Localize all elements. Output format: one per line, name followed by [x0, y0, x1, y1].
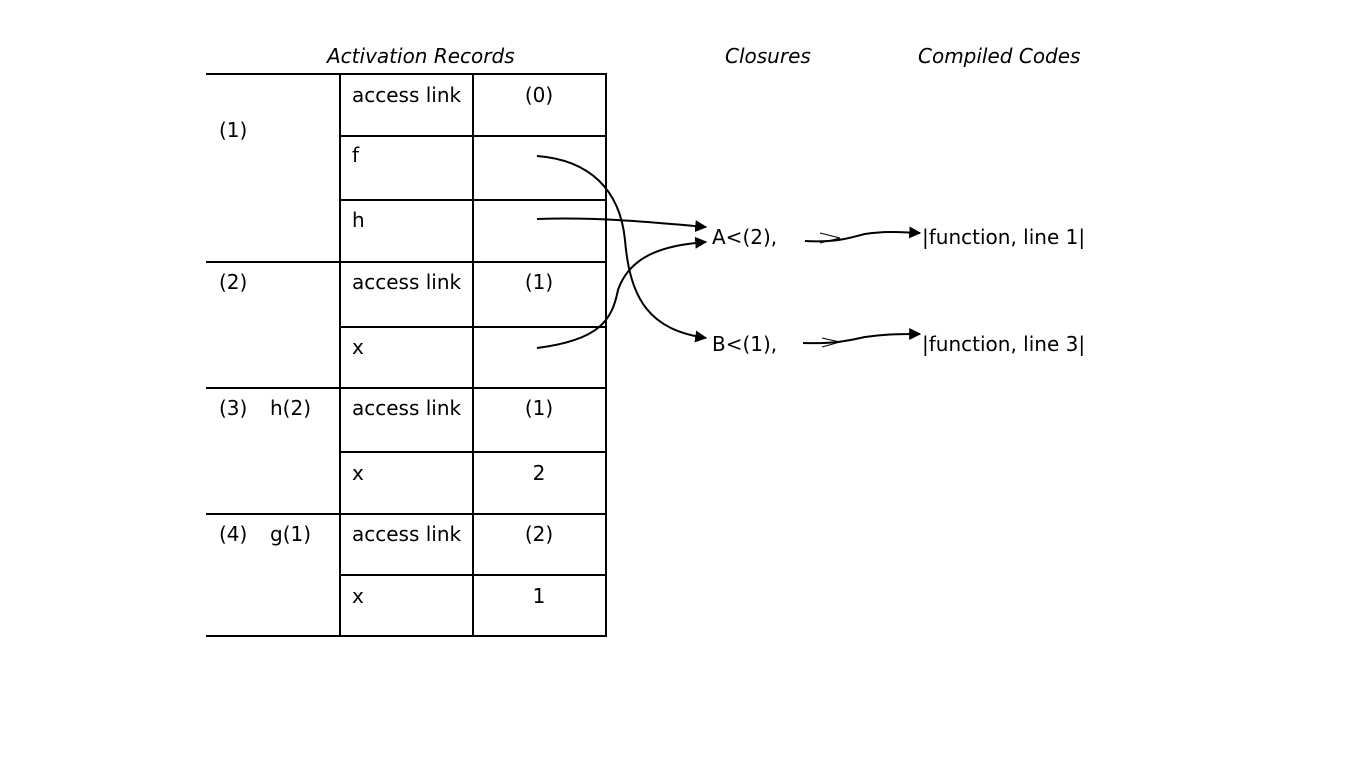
record-call: g(1): [270, 522, 312, 546]
field-name: access link: [352, 270, 462, 294]
table-line: [472, 73, 474, 637]
field-value: 1: [532, 584, 546, 608]
table-line: [206, 261, 607, 263]
arrow-a-tick: [819, 232, 841, 244]
arrow-b-to-code: [802, 328, 922, 345]
compiled-code-3: |function, line 3|: [922, 332, 1086, 356]
record-call: h(2): [270, 396, 312, 420]
field-value: (2): [524, 522, 554, 546]
table-line: [339, 73, 341, 637]
record-label: (2): [219, 270, 248, 294]
field-value: (0): [524, 83, 554, 107]
record-label: (3): [219, 396, 248, 420]
arrow-x-to-a: [536, 236, 708, 349]
field-value: (1): [524, 270, 554, 294]
table-line: [605, 73, 607, 637]
field-name: x: [352, 335, 364, 359]
field-name: x: [352, 461, 364, 485]
arrow-f-to-b: [536, 155, 708, 343]
table-line: [206, 73, 607, 75]
field-name: x: [352, 584, 364, 608]
closure-b: B<(1),: [712, 332, 778, 356]
closures-header: Closures: [725, 44, 811, 68]
field-value: 2: [532, 461, 546, 485]
compiled-codes-header: Compiled Codes: [918, 44, 1081, 68]
table-line: [206, 635, 607, 637]
field-name: access link: [352, 522, 462, 546]
field-name: access link: [352, 83, 462, 107]
record-label: (1): [219, 118, 248, 142]
arrow-h-to-a: [536, 217, 708, 233]
activation-records-header: Activation Records: [327, 44, 515, 68]
compiled-code-1: |function, line 1|: [922, 225, 1086, 249]
field-name: h: [352, 208, 365, 232]
closure-a: A<(2),: [712, 225, 778, 249]
arrow-b-tick: [821, 337, 841, 348]
field-name: access link: [352, 396, 462, 420]
field-value: (1): [524, 396, 554, 420]
record-label: (4): [219, 522, 248, 546]
table-line: [206, 513, 607, 515]
table-line: [206, 387, 607, 389]
field-name: f: [352, 143, 360, 167]
